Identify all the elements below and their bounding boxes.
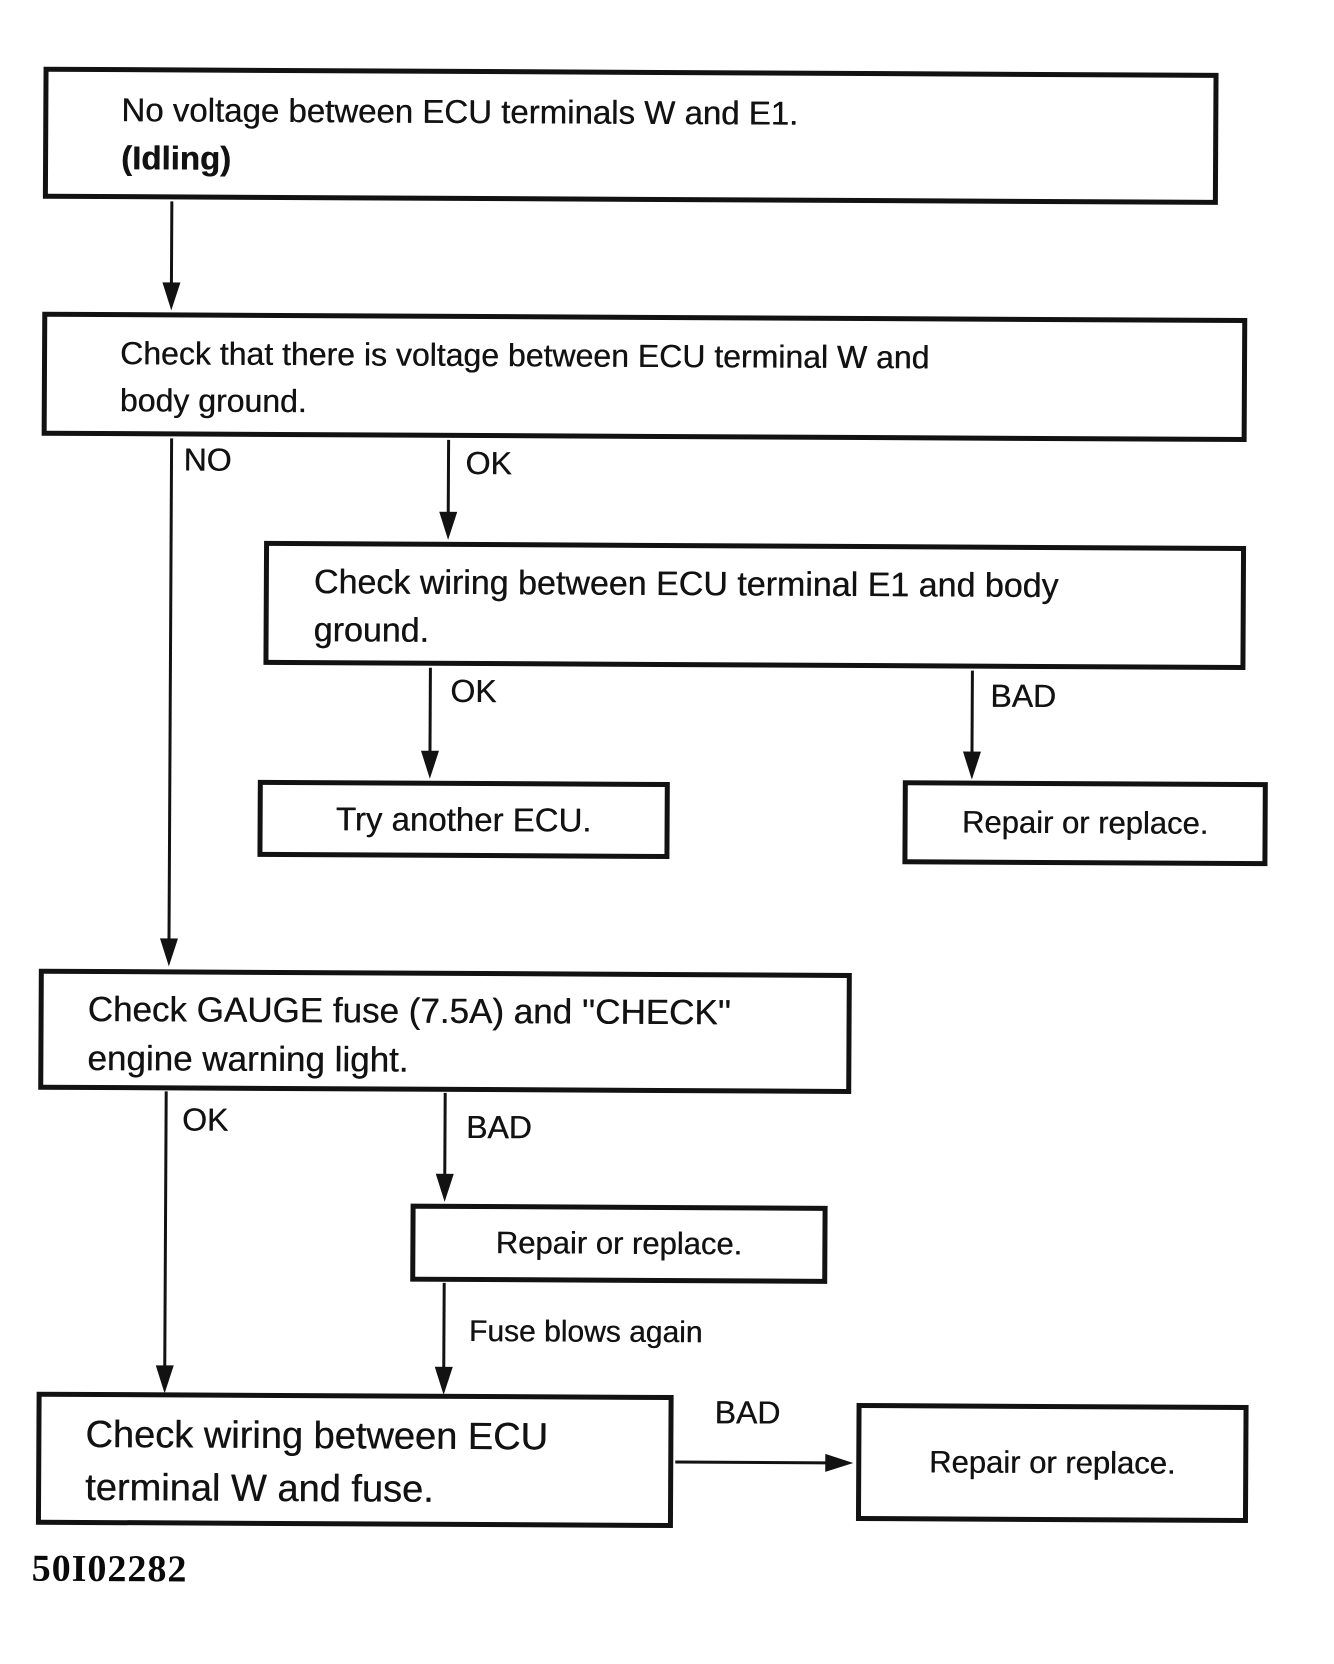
flow-node-repair-or-replace-3: Repair or replace. [855,1403,1249,1524]
node-text-line: body ground. [119,382,307,420]
arrow-bad-to-repair-2 [435,1092,454,1202]
flow-node-repair-or-replace-2: Repair or replace. [410,1203,828,1284]
flow-node-start: No voltage between ECU terminals W and E… [42,66,1219,205]
arrow-ok-to-e1-wiring-check [439,439,458,540]
edge-label-bad-2: BAD [465,1108,532,1146]
figure-id: 50I02282 [31,1547,188,1591]
edge-label-ok-1: OK [465,444,512,482]
flow-node-check-wiring-w-fuse: Check wiring between ECU terminal W and … [35,1391,674,1529]
arrow-ok-to-try-another-ecu [420,667,439,779]
node-text-line: Check wiring between ECU terminal E1 and… [313,563,1059,606]
node-text-line: Repair or replace. [961,804,1209,841]
node-text-line: engine warning light. [87,1038,409,1080]
arrow-bad-to-repair-1 [962,670,981,780]
node-text-line: Check that there is voltage between ECU … [119,335,930,376]
edge-label-bad-1: BAD [990,677,1057,715]
node-text-line: Try another ECU. [335,799,592,839]
edge-label-ok-2: OK [450,672,497,710]
flow-node-check-gauge-fuse: Check GAUGE fuse (7.5A) and ''CHECK'' en… [38,968,852,1094]
edge-label-bad-3: BAD [714,1394,781,1431]
flow-node-check-voltage-w-body-ground: Check that there is voltage between ECU … [41,311,1248,443]
node-text-line: Check GAUGE fuse (7.5A) and ''CHECK'' [87,989,732,1033]
edge-label-ok-3: OK [181,1101,229,1138]
flow-node-try-another-ecu: Try another ECU. [257,779,670,860]
node-text-line: Repair or replace. [928,1444,1176,1481]
edge-label-no: NO [183,441,232,478]
arrow-start-to-voltage-check [162,201,181,311]
arrow-fuse-blows-again [434,1282,453,1395]
node-text-line: No voltage between ECU terminals W and E… [121,91,799,132]
arrow-no-to-gauge-fuse-check [160,438,179,967]
arrow-ok-to-w-fuse-wiring-check [155,1091,174,1394]
node-text-line: ground. [313,611,430,650]
edge-label-fuse-blows-again: Fuse blows again [468,1314,703,1350]
arrow-bad-to-repair-3 [675,1453,854,1472]
node-text-line: Repair or replace. [495,1225,743,1262]
node-text-line: terminal W and fuse. [85,1466,434,1511]
node-text-line: Check wiring between ECU [85,1413,549,1459]
flow-node-repair-or-replace-1: Repair or replace. [902,780,1268,867]
flow-node-check-wiring-e1-body-ground: Check wiring between ECU terminal E1 and… [263,540,1247,671]
node-text-line: (Idling) [120,139,232,177]
